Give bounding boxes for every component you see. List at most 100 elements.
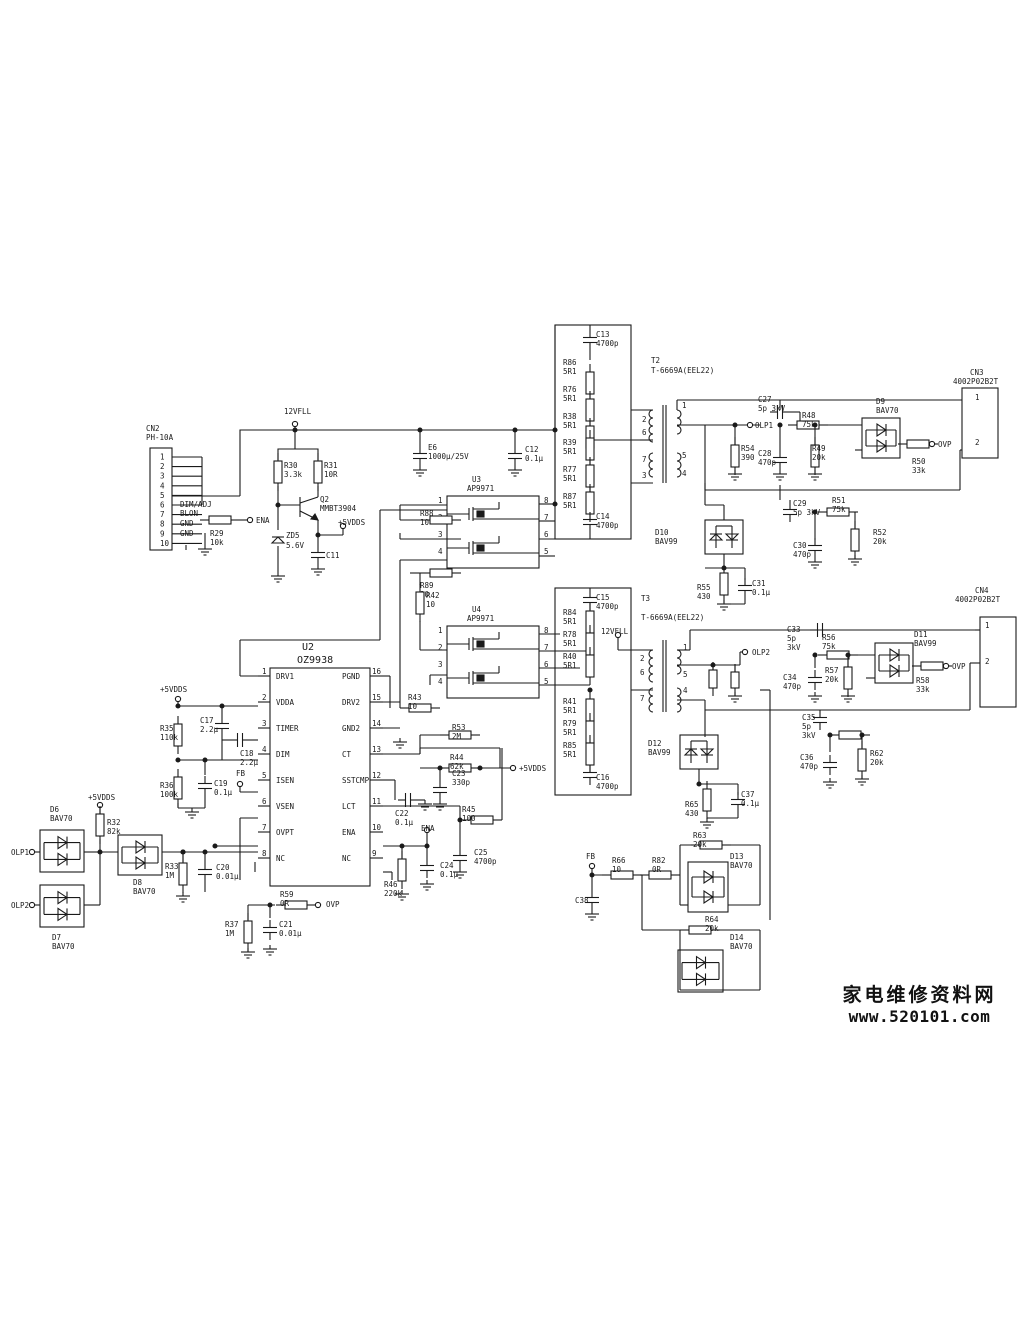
t2-pin2: 2: [642, 415, 647, 424]
u2-pin-ISEN: ISEN: [276, 776, 294, 785]
resistor: [585, 654, 595, 678]
u3-mosfet-pin-r5: 5: [544, 547, 549, 556]
resistor-R36-ref: R36: [160, 781, 174, 790]
u2-pin-8: 8: [262, 849, 267, 858]
resistor-R35-value: 110k: [160, 733, 179, 742]
cn2-pin-9: 9: [160, 529, 165, 538]
t2-secondary-coil-2: [676, 452, 682, 478]
net-5vdds-3: +5VDDS: [88, 793, 116, 802]
resistor: [243, 920, 253, 944]
capacitor-C29-ref: C29: [793, 499, 807, 508]
resistor: [178, 862, 188, 886]
diode-triangle: [270, 536, 286, 544]
resistor-R46-ref: R46: [384, 880, 398, 889]
resistor-R32-ref: R32: [107, 818, 121, 827]
t3-ref: T3: [641, 594, 650, 603]
resistor-R82-value: 0R: [652, 865, 662, 874]
resistor-R82-ref: R82: [652, 856, 666, 865]
resistor-R51-value: 75k: [832, 505, 846, 514]
resistor-R39-value: 5R1: [563, 447, 577, 456]
resistor-R66-value: 10: [612, 865, 622, 874]
resistor-R38-value: 5R1: [563, 421, 577, 430]
u2-pinr-DRV2: DRV2: [342, 698, 360, 707]
junction-dot: [175, 757, 181, 763]
terminal: [236, 780, 244, 788]
resistor-R31-value: 10R: [324, 470, 338, 479]
c35-v2: 3kV: [802, 731, 816, 740]
capacitor-C18-ref: C18: [240, 749, 254, 758]
u4-mosfet-pin-r6: 6: [544, 660, 549, 669]
terminal: [509, 764, 517, 772]
cn2-label-gnd: GND: [180, 519, 194, 528]
u2-pin-DIM: DIM: [276, 750, 290, 759]
wire: [295, 448, 319, 460]
resistor-R35-ref: R35: [160, 724, 174, 733]
resistor-R79-ref: R79: [563, 719, 577, 728]
connector-cn3: [961, 387, 999, 459]
u2-pin-7: 7: [262, 823, 267, 832]
capacitor-C36-ref: C36: [800, 753, 814, 762]
mosfet-body: [476, 510, 485, 518]
resistor-R36-value: 100k: [160, 790, 179, 799]
resistor-R32-value: 82k: [107, 827, 121, 836]
resistor-R50-value: 33k: [912, 466, 926, 475]
u3-mosfet-pin-r6: 6: [544, 530, 549, 539]
capacitor-C17-ref: C17: [200, 716, 214, 725]
resistor-R40-value: 5R1: [563, 661, 577, 670]
u2-pin-11: 11: [372, 797, 381, 806]
resistor-R33-value: 1M: [165, 871, 175, 880]
cn4-pin1: 1: [985, 621, 990, 630]
t3-primary-coil-2: [648, 687, 654, 713]
t2-secondary-coil: [676, 409, 682, 435]
terminal: [314, 901, 322, 909]
resistor-R46-value: 220k: [384, 889, 403, 898]
capacitor-C14-ref: C14: [596, 512, 610, 521]
diode-package: [874, 642, 914, 684]
terminal: [291, 420, 299, 428]
capacitor-C12-ref: C12: [525, 445, 539, 454]
t3-pin7: 7: [640, 694, 645, 703]
capacitor-C21-ref: C21: [279, 920, 293, 929]
capacitor-C30-ref: C30: [793, 541, 807, 550]
watermark-title: 家电维修资料网: [842, 984, 997, 1006]
u2-pin-16: 16: [372, 667, 382, 676]
mosfet-body: [476, 674, 485, 682]
u2-ic: [269, 667, 371, 887]
diode-D14-value: BAV70: [730, 942, 753, 951]
capacitor-C28-ref: C28: [758, 449, 772, 458]
u2-pin-1: 1: [262, 667, 267, 676]
resistor-R58-value: 33k: [916, 685, 930, 694]
capacitor-C27-value: 5p 3kV: [758, 404, 786, 413]
diode-package: [687, 861, 729, 913]
resistor-R49-value: 20k: [812, 453, 826, 462]
u4-mosfet-pin-r8: 8: [544, 626, 549, 635]
u3-mosfet-pin-r7: 7: [544, 513, 549, 522]
u2-pinr-NC: NC: [342, 854, 351, 863]
c35-ref: C35: [802, 713, 816, 722]
net-ovp-1: OVP: [938, 440, 952, 449]
u4-mosfet-part: AP9971: [467, 614, 494, 623]
u3-mosfet-ref: U3: [472, 475, 481, 484]
resistor: [719, 572, 729, 596]
resistor-R87-value: 5R1: [563, 501, 577, 510]
resistor-R38-ref: R38: [563, 412, 577, 421]
diode-D12-value: BAV99: [648, 748, 671, 757]
resistor: [906, 439, 930, 449]
resistor-R44-value: 62k: [450, 762, 464, 771]
u3-mosfet-pin-l1: 1: [438, 496, 443, 505]
terminal: [741, 648, 749, 656]
net-ovp-2: OVP: [952, 662, 966, 671]
resistor-R64-ref: R64: [705, 915, 719, 924]
t2-pin6: 6: [642, 428, 647, 437]
resistor-R53-value: 2M: [452, 732, 462, 741]
u4-mosfet-pin-r5: 5: [544, 677, 549, 686]
capacitor-C23-ref: C23: [452, 769, 466, 778]
c33-ref: C33: [787, 625, 801, 634]
terminal: [339, 522, 347, 530]
wire: [299, 496, 319, 504]
resistor: [273, 460, 283, 484]
net-ena-2: ENA: [421, 824, 435, 833]
resistor-R48-ref: R48: [802, 411, 816, 420]
t2-primary-coil-2: [648, 452, 654, 478]
wire: [239, 429, 555, 496]
